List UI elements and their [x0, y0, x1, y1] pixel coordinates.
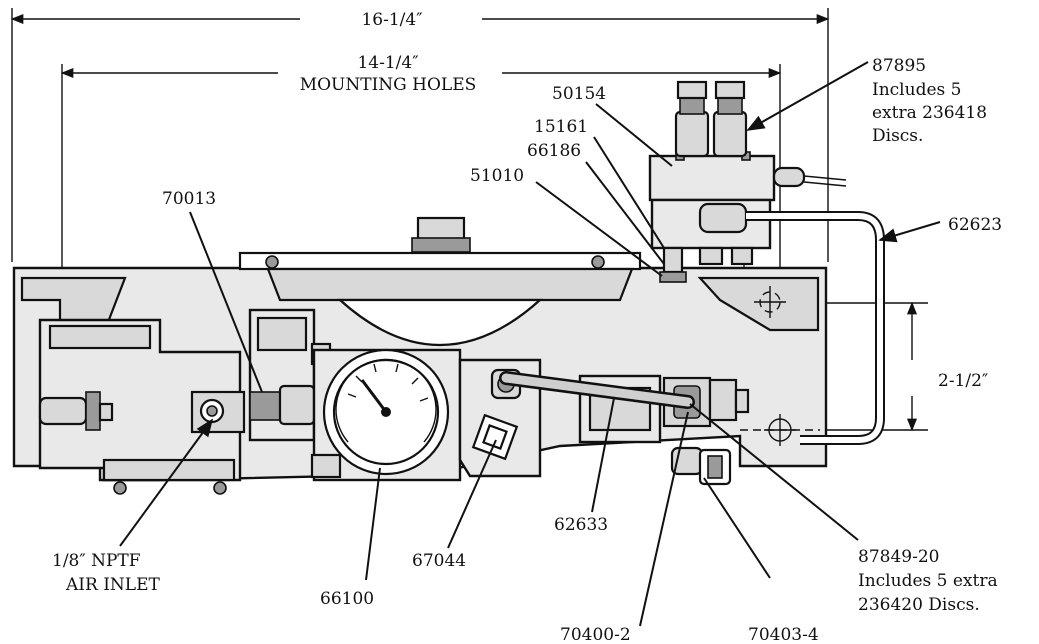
callout-62633: 62633	[554, 515, 608, 535]
callout-87895-note-2: extra 236418	[872, 103, 987, 123]
air-inlet-label-1: 1/8″ NPTF	[52, 551, 141, 571]
bolt-stack-51010	[659, 246, 687, 283]
callout-67044: 67044	[412, 551, 466, 571]
mounting-holes-label: MOUNTING HOLES	[300, 75, 477, 95]
callout-15161: 15161	[534, 117, 588, 137]
return-tube-62623	[746, 211, 885, 445]
callout-87849-note-1: Includes 5 extra	[858, 571, 998, 591]
callout-70403-4: 70403-4	[748, 625, 819, 644]
left-inlet-fitting	[38, 391, 114, 431]
center-mark-icon	[764, 414, 796, 446]
air-inlet-port	[190, 390, 246, 434]
callout-87849-note-2: 236420 Discs.	[858, 595, 980, 615]
callout-70400-2: 70400-2	[560, 625, 631, 644]
mounting-width-label: 14-1/4″	[357, 53, 418, 73]
air-inlet-label-2: AIR INLET	[65, 575, 160, 595]
callout-66100: 66100	[320, 589, 374, 609]
reservoir-dome	[337, 298, 543, 347]
callout-51010: 51010	[470, 166, 524, 186]
left-pump-body	[38, 318, 242, 495]
top-cover-plate	[238, 216, 642, 302]
callout-70013: 70013	[162, 189, 216, 209]
callout-87895-note-3: Discs.	[872, 126, 923, 146]
feed-tube-62633	[499, 371, 695, 409]
center-mark-icon	[754, 286, 786, 318]
overall-width-label: 16-1/4″	[361, 10, 422, 30]
callout-87895: 87895	[872, 56, 926, 76]
callout-62623: 62623	[948, 215, 1002, 235]
upper-fittings	[674, 80, 748, 158]
pressure-gauge	[322, 348, 450, 476]
elbow-fitting-70403	[670, 446, 732, 486]
callout-87849-20: 87849-20	[858, 547, 939, 567]
callout-66186: 66186	[527, 141, 581, 161]
callout-50154: 50154	[552, 84, 606, 104]
leader-lines	[119, 61, 941, 627]
hole-spacing-label: 2-1/2″	[938, 371, 988, 391]
right-pump-block	[458, 358, 542, 478]
hole-spacing-dimension	[820, 301, 928, 432]
callout-87895-note-1: Includes 5	[872, 80, 961, 100]
